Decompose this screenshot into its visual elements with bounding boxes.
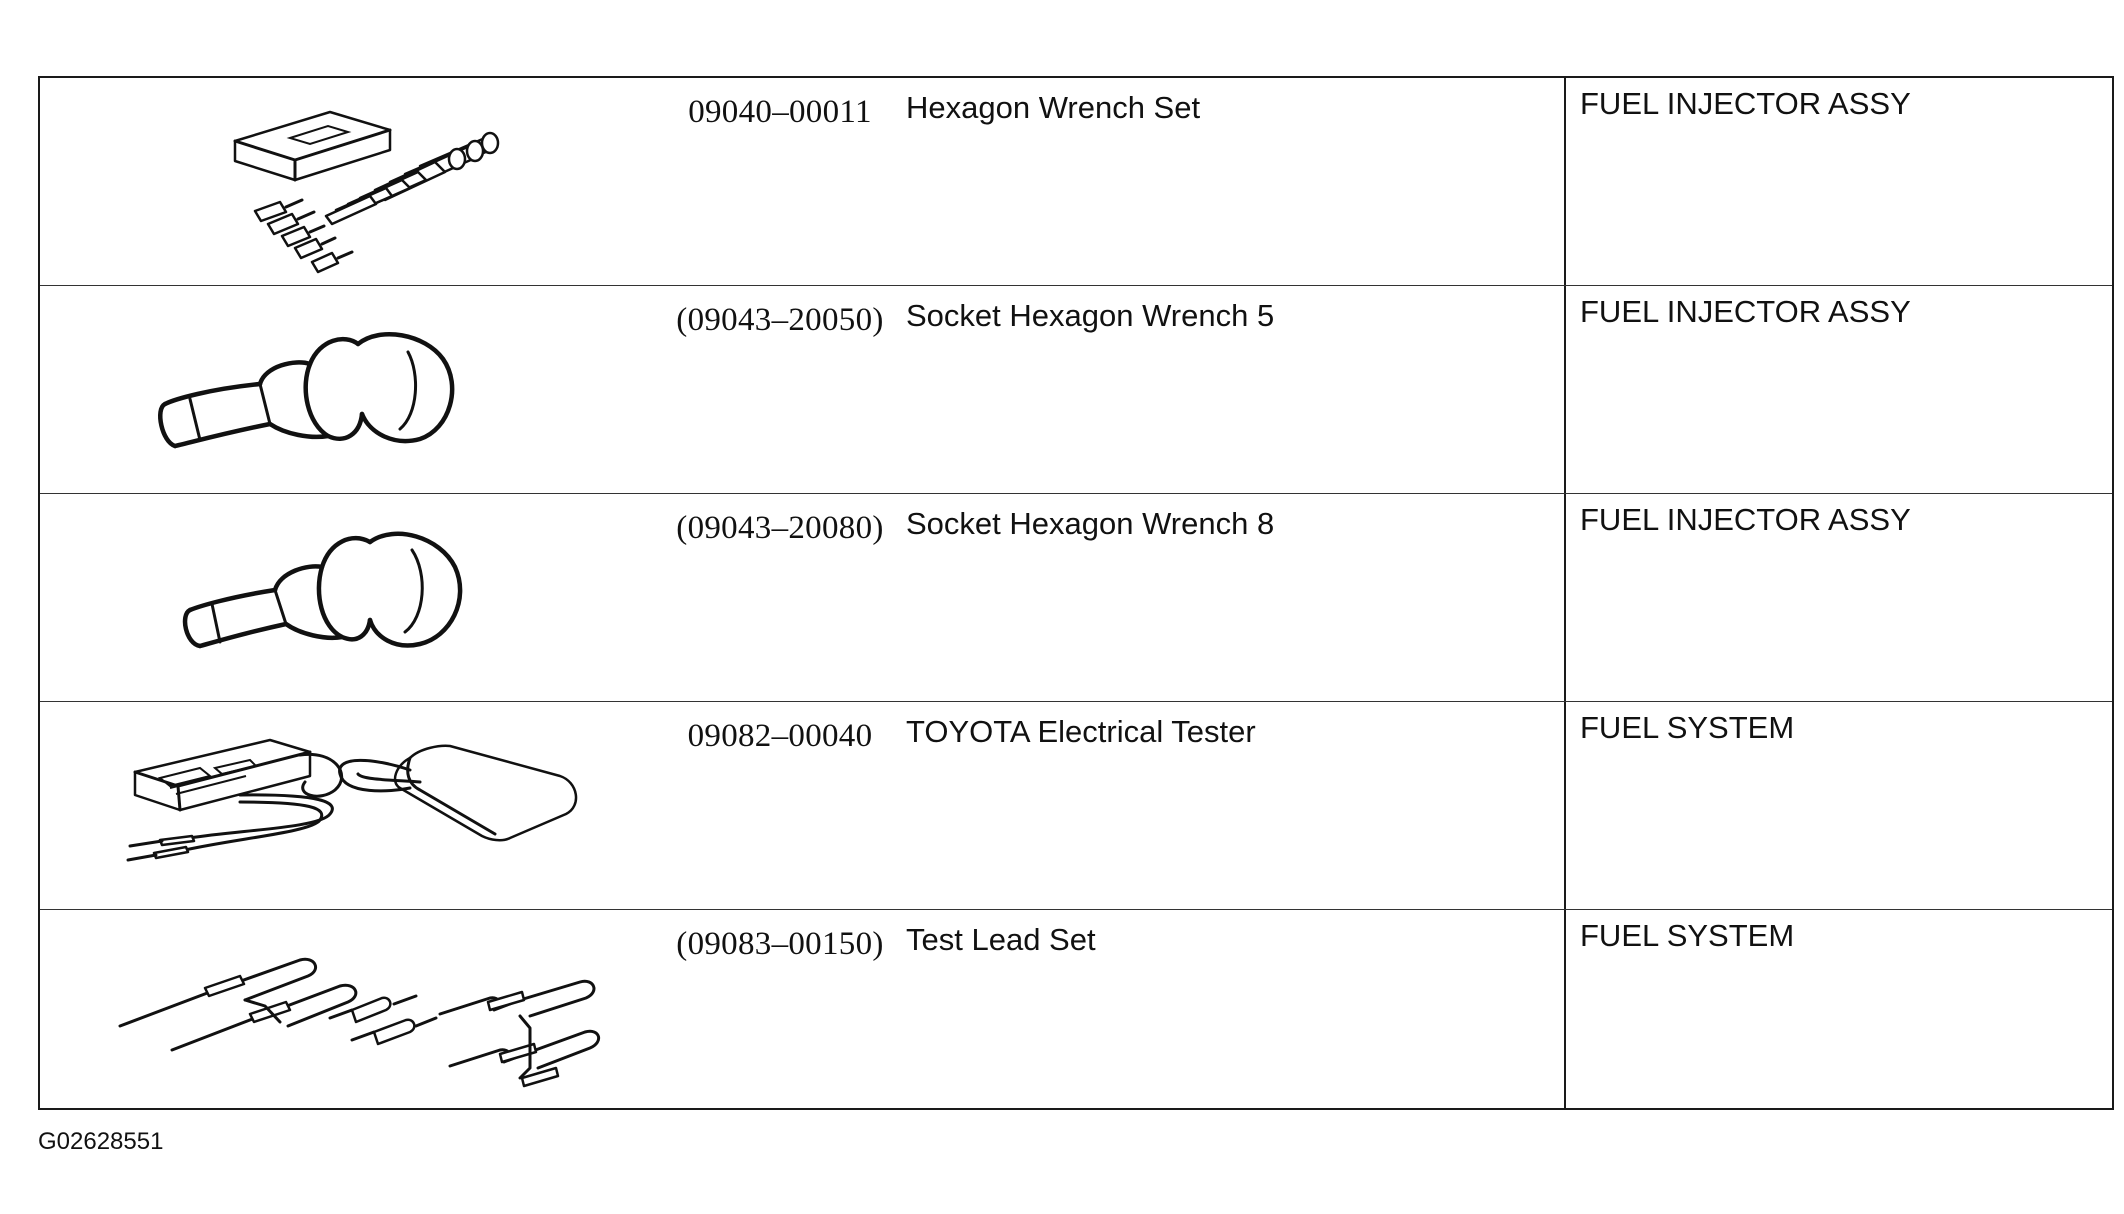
part-number: 09082–00040: [687, 718, 873, 754]
tool-name: Socket Hexagon Wrench 5: [906, 298, 1275, 333]
test-lead-set-illustration: [118, 957, 601, 1088]
part-number: (09083–00150): [676, 926, 884, 962]
part-number: (09043–20050): [676, 302, 884, 338]
tool-name: TOYOTA Electrical Tester: [906, 714, 1256, 749]
tool-name: Test Lead Set: [906, 922, 1096, 957]
socket-hexagon-wrench-illustration: [158, 331, 455, 449]
application: FUEL INJECTOR ASSY: [1580, 294, 1911, 329]
tool-name: Socket Hexagon Wrench 8: [906, 506, 1275, 541]
table-row: (09043–20080) Socket Hexagon Wrench 8 FU…: [40, 494, 2112, 702]
part-number: 09040–00011: [688, 94, 872, 130]
special-tools-table: 09040–00011 Hexagon Wrench Set FUEL INJE…: [38, 76, 2114, 1110]
table-row: 09082–00040 TOYOTA Electrical Tester FUE…: [40, 702, 2112, 910]
table-row: 09040–00011 Hexagon Wrench Set FUEL INJE…: [40, 78, 2112, 286]
figure-id: G02628551: [38, 1128, 164, 1155]
part-number: (09043–20080): [676, 510, 884, 546]
electrical-tester-illustration: [126, 738, 578, 862]
socket-hexagon-wrench-illustration: [182, 531, 463, 649]
table-row: (09083–00150) Test Lead Set FUEL SYSTEM: [40, 910, 2112, 1114]
application: FUEL SYSTEM: [1580, 918, 1795, 953]
application: FUEL SYSTEM: [1580, 710, 1795, 745]
table-row: (09043–20050) Socket Hexagon Wrench 5 FU…: [40, 286, 2112, 494]
application: FUEL INJECTOR ASSY: [1580, 86, 1911, 121]
hexagon-wrench-set-illustration: [233, 110, 500, 274]
application: FUEL INJECTOR ASSY: [1580, 502, 1911, 537]
column-divider: [1564, 78, 1566, 1108]
tool-name: Hexagon Wrench Set: [906, 90, 1201, 125]
